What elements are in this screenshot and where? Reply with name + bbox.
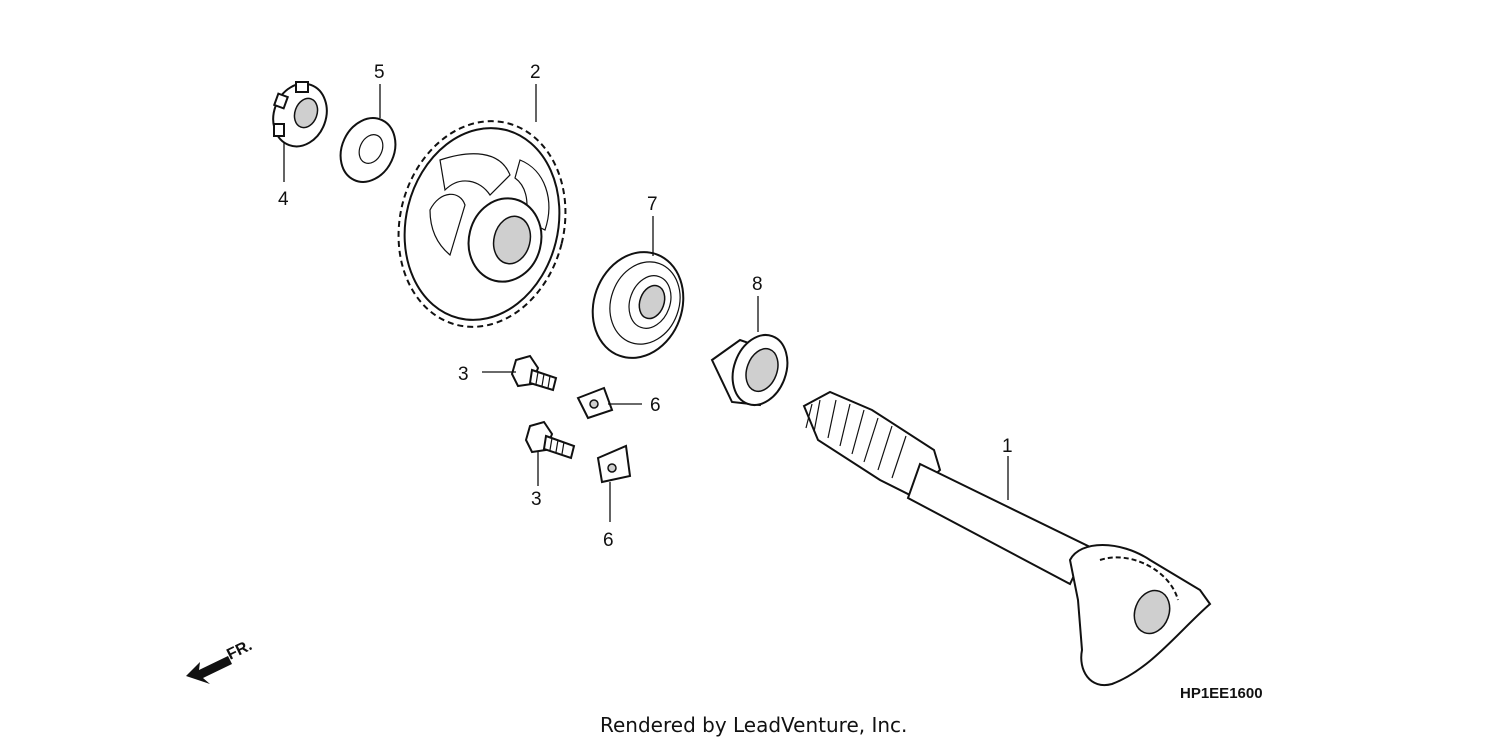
- ball-bearing[interactable]: [578, 239, 698, 371]
- washer[interactable]: [330, 109, 405, 191]
- callout-8: 8: [752, 274, 763, 295]
- callout-6-upper: 6: [650, 395, 661, 416]
- flange-bolt-lower[interactable]: [524, 420, 576, 460]
- callout-4: 4: [278, 189, 289, 210]
- needle-bearing[interactable]: [710, 327, 797, 412]
- callout-5: 5: [374, 62, 385, 83]
- callout-7: 7: [647, 194, 658, 215]
- callout-1: 1: [1002, 436, 1013, 457]
- setting-plate-upper[interactable]: [576, 386, 614, 420]
- front-direction-arrow: FR.: [186, 637, 255, 684]
- flange-bolt-upper[interactable]: [510, 354, 558, 392]
- callout-6-lower: 6: [603, 530, 614, 551]
- kickstarter-spindle[interactable]: [802, 390, 1212, 687]
- front-label: FR.: [224, 637, 255, 664]
- castle-nut[interactable]: [265, 76, 336, 154]
- leader-lines: [283, 84, 1009, 522]
- driven-gear[interactable]: [377, 103, 586, 344]
- callout-2: 2: [530, 62, 541, 83]
- callout-3-upper: 3: [458, 364, 469, 385]
- render-credit: Rendered by LeadVenture, Inc.: [600, 713, 907, 737]
- callout-3-lower: 3: [531, 489, 542, 510]
- diagram-code: HP1EE1600: [1180, 685, 1263, 702]
- setting-plate-lower[interactable]: [596, 444, 632, 484]
